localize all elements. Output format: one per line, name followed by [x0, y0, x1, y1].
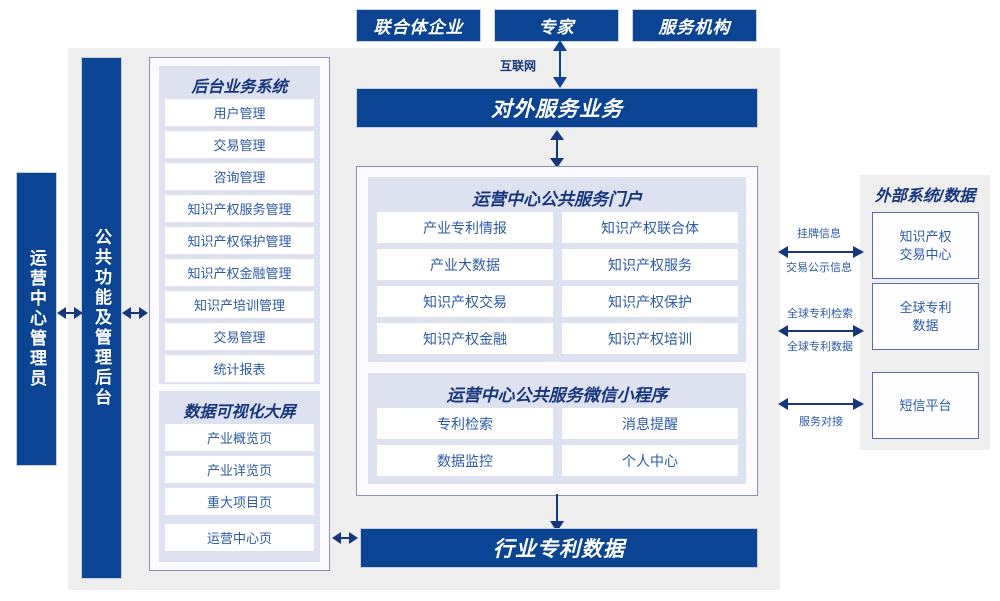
backend-item[interactable]: 知识产权保护管理 [165, 227, 314, 254]
external-service-bar[interactable]: 对外服务业务 [356, 88, 758, 128]
portal-item[interactable]: 知识产权联合体 [562, 212, 738, 243]
connector-label-below: 全球专利数据 [787, 341, 853, 353]
portal-item[interactable]: 知识产权服务 [562, 249, 738, 280]
connector-label-above: 挂牌信息 [797, 228, 841, 240]
connector-label-above: 全球专利检索 [787, 308, 853, 320]
left-bar-label: 运营中心管理员 [27, 249, 46, 389]
internet-arrow [553, 40, 567, 88]
industry-patent-data-bar[interactable]: 行业专利数据 [360, 528, 758, 568]
portal-item[interactable]: 知识产权培训 [562, 323, 738, 354]
external-system-box[interactable]: 知识产权 交易中心 [872, 212, 979, 279]
top-actor-expert[interactable]: 专家 [494, 9, 619, 42]
external-connector-arrow [778, 398, 864, 410]
external-service-label: 对外服务业务 [491, 98, 623, 121]
portal-item[interactable]: 知识产权保护 [562, 286, 738, 317]
internet-label: 互联网 [499, 59, 536, 73]
backend-item[interactable]: 用户管理 [165, 99, 314, 126]
top-actor-lianheti[interactable]: 联合体企业 [356, 9, 481, 42]
portal-item[interactable]: 产业大数据 [377, 249, 553, 280]
backend-item[interactable]: 知识产权金融管理 [165, 259, 314, 286]
connector-label-below: 服务对接 [799, 416, 843, 428]
top-actor-service-org[interactable]: 服务机构 [632, 9, 757, 42]
backend-item[interactable]: 知识产培训管理 [165, 291, 314, 318]
visualization-item[interactable]: 产业概览页 [165, 424, 314, 451]
external-connector-arrow [778, 325, 864, 337]
backend-system-title: 后台业务系统 [191, 79, 288, 96]
portal-item[interactable]: 知识产权金融 [377, 323, 553, 354]
portal-item[interactable]: 知识产权交易 [377, 286, 553, 317]
backend-item[interactable]: 交易管理 [165, 323, 314, 350]
visualization-title: 数据可视化大屏 [183, 404, 296, 421]
miniprogram-item[interactable]: 数据监控 [377, 445, 553, 476]
external-connector-arrow [778, 246, 864, 258]
visualization-item[interactable]: 产业详览页 [165, 456, 314, 483]
left-bar-operator[interactable]: 运营中心管理员 [16, 172, 57, 466]
backend-item[interactable]: 咨询管理 [165, 163, 314, 190]
backend-item[interactable]: 统计报表 [165, 355, 314, 382]
portal-title: 运营中心公共服务门户 [472, 190, 642, 209]
external-system-line2: 交易中心 [899, 246, 952, 262]
miniprogram-item[interactable]: 消息提醒 [562, 408, 738, 439]
visualization-item[interactable]: 重大项目页 [165, 488, 314, 515]
top-actor-label: 服务机构 [658, 18, 731, 37]
backend-item[interactable]: 知识产权服务管理 [165, 195, 314, 222]
external-system-line1: 知识产权 [899, 228, 952, 244]
miniprogram-item[interactable]: 个人中心 [562, 445, 738, 476]
external-system-line1: 全球专利 [899, 299, 952, 315]
backend-item[interactable]: 交易管理 [165, 131, 314, 158]
visualization-data-arrow [332, 532, 358, 544]
external-system-line1: 短信平台 [899, 397, 952, 413]
left-bar-label: 公共功能及管理后台 [92, 228, 111, 408]
external-system-box[interactable]: 全球专利 数据 [872, 283, 979, 350]
top-actor-label: 联合体企业 [373, 18, 464, 37]
operator-backend-arrow [57, 307, 83, 319]
external-systems-title: 外部系统/数据 [874, 188, 976, 205]
service-portal-arrow [550, 130, 564, 168]
backend-systems-arrow [122, 307, 148, 319]
miniprogram-item[interactable]: 专利检索 [377, 408, 553, 439]
portal-data-arrow [550, 494, 564, 532]
industry-data-label: 行业专利数据 [493, 538, 625, 561]
external-system-box[interactable]: 短信平台 [872, 372, 979, 439]
external-system-line2: 数据 [912, 317, 939, 333]
top-actor-label: 专家 [538, 18, 575, 37]
left-bar-common-functions[interactable]: 公共功能及管理后台 [81, 57, 122, 579]
visualization-item[interactable]: 运营中心页 [165, 524, 314, 551]
connector-label-below: 交易公示信息 [786, 262, 852, 274]
portal-item[interactable]: 产业专利情报 [377, 212, 553, 243]
miniprogram-title: 运营中心公共服务微信小程序 [446, 386, 668, 405]
